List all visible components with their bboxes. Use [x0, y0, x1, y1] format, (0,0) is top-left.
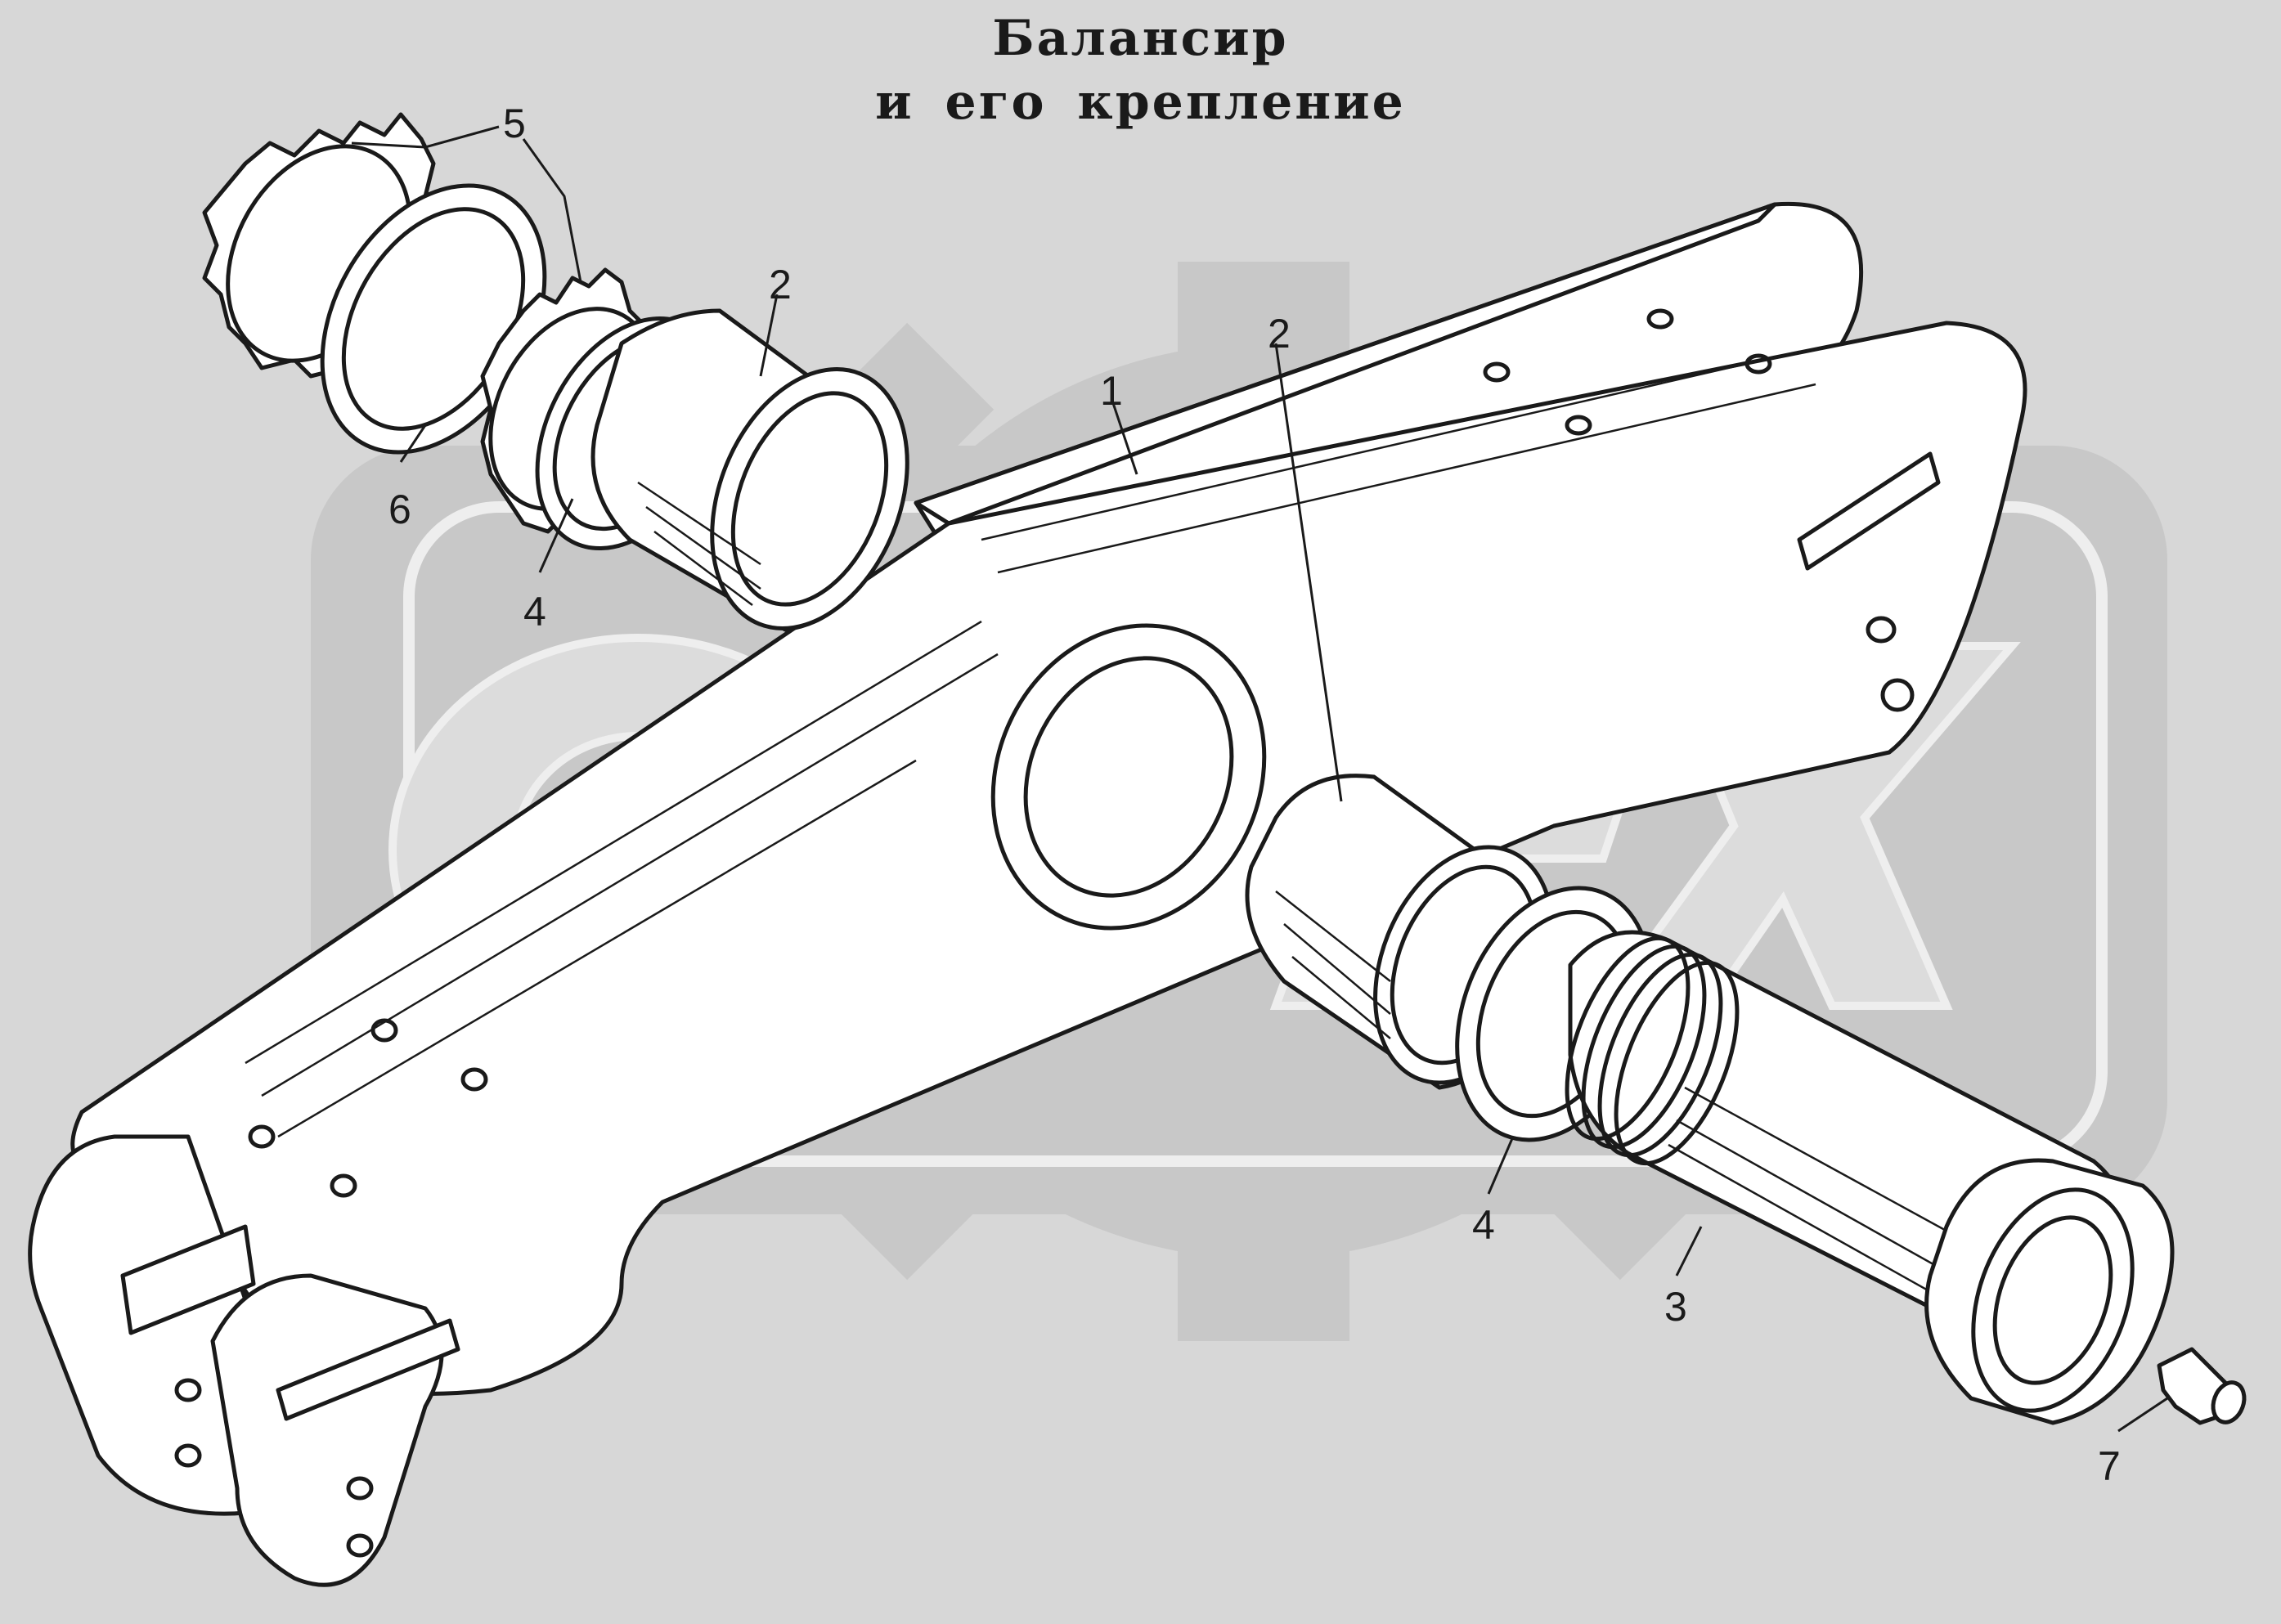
callout-4-right: 4	[1472, 1202, 1495, 1248]
callout-1: 1	[1100, 368, 1123, 414]
leader-lines	[351, 125, 2168, 1433]
balancer-frame	[28, 201, 2027, 1587]
callout-4-left: 4	[523, 589, 546, 635]
axle-3	[1565, 930, 2175, 1425]
callout-7: 7	[2098, 1443, 2121, 1489]
callout-2-left: 2	[769, 262, 792, 307]
diagram-title: Балансир	[992, 10, 1289, 67]
callout-2-right: 2	[1268, 311, 1291, 357]
grease-fitting-7	[2157, 1347, 2247, 1425]
diagram-subtitle: и его крепление	[875, 74, 1406, 131]
callout-6: 6	[388, 487, 411, 532]
callout-3: 3	[1664, 1284, 1687, 1330]
callout-5-top: 5	[503, 101, 526, 146]
bushing-2-left	[590, 308, 909, 632]
